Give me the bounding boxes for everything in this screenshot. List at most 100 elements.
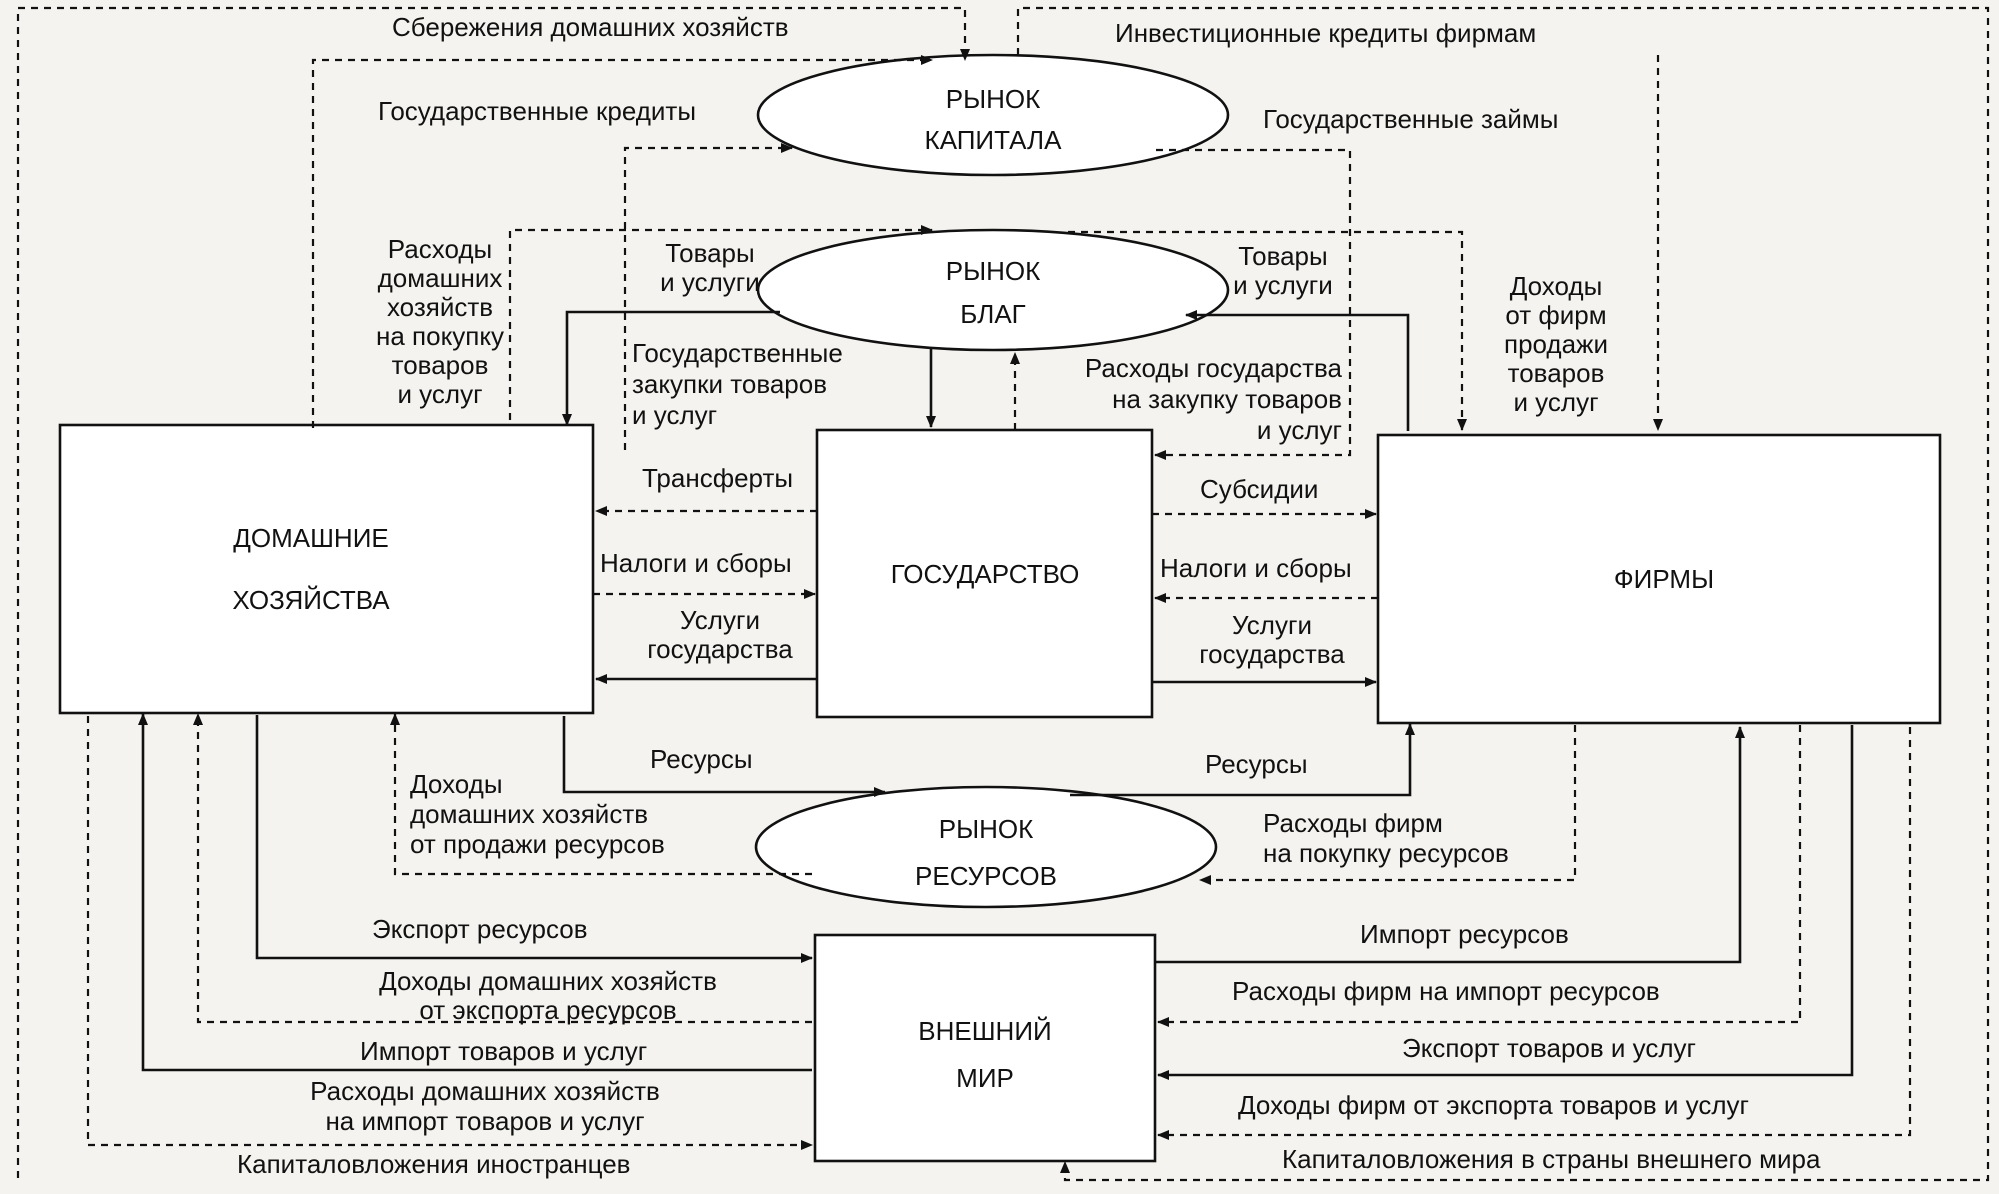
flow-arrow-8 <box>1068 230 1467 431</box>
flow-label-line: на покупку ресурсов <box>1263 838 1509 868</box>
flow-label-line: и услуг <box>1513 387 1598 417</box>
flow-arrow-10 <box>1185 310 1410 431</box>
goods-market-label: РЫНОК БЛАГ <box>946 256 1041 329</box>
resource-market-ellipse <box>754 785 1218 909</box>
flow-label-line: Товары <box>1238 241 1327 271</box>
flow-arrow-24 <box>1155 726 1745 964</box>
flow-label-line: Ресурсы <box>1205 749 1308 779</box>
flow-label-line: Капиталовложения в страны внешнего мира <box>1282 1144 1821 1174</box>
label-resources-firms: Ресурсы <box>1205 749 1308 779</box>
label-export-goods: Экспорт товаров и услуг <box>1402 1033 1696 1063</box>
flow-label-line: и услуг <box>1257 415 1342 445</box>
flow-arrow-21 <box>1199 725 1577 885</box>
label-firm-spending-import: Расходы фирм на импорт ресурсов <box>1232 976 1660 1006</box>
label-investment-abroad: Капиталовложения в страны внешнего мира <box>1282 1144 1821 1174</box>
households-label-line: ДОМАШНИЕ <box>233 523 388 553</box>
flow-label-line: Импорт товаров и услуг <box>360 1036 647 1066</box>
flow-label-line: от продажи ресурсов <box>410 829 665 859</box>
flow-label-line: Инвестиционные кредиты фирмам <box>1115 18 1536 48</box>
flow-label-line: и услуги <box>660 267 760 297</box>
flow-arrow-28 <box>1157 725 1854 1080</box>
label-import-goods: Импорт товаров и услуг <box>360 1036 647 1066</box>
world-box <box>813 933 1157 1163</box>
resource-market-label-line: РЫНОК <box>939 814 1034 844</box>
world-label: ВНЕШНИЙ МИР <box>918 1016 1051 1093</box>
flow-arrow-29 <box>86 716 813 1150</box>
goods-market-label-line: БЛАГ <box>960 299 1026 329</box>
flow-label-line: Капиталовложения иностранцев <box>237 1149 631 1179</box>
flow-arrow-25 <box>193 713 812 1024</box>
flow-arrow-9 <box>562 310 780 426</box>
label-subsidies: Субсидии <box>1200 474 1318 504</box>
label-transfers: Трансферты <box>642 463 793 493</box>
flow-arrow-22 <box>390 713 812 876</box>
flow-arrow-20 <box>1070 723 1415 797</box>
capital-market-ellipse <box>756 53 1230 177</box>
resource-market-label: РЫНОК РЕСУРСОВ <box>915 814 1057 891</box>
world-label-line: ВНЕШНИЙ <box>918 1016 1051 1046</box>
flow-label-line: Услуги <box>680 605 760 635</box>
capital-market-label-line: КАПИТАЛА <box>925 125 1063 155</box>
label-export-resources: Экспорт ресурсов <box>372 914 588 944</box>
flow-arrows <box>16 6 1990 1182</box>
flow-arrow-5 <box>623 143 793 450</box>
flow-label-line: и услуг <box>397 379 482 409</box>
flow-label-line: Экспорт ресурсов <box>372 914 588 944</box>
households-box <box>58 423 595 715</box>
flow-label-line: Государственные <box>632 338 843 368</box>
label-resources-hh: Ресурсы <box>650 744 753 774</box>
flow-label-line: от экспорта ресурсов <box>419 995 676 1025</box>
flow-label-line: закупки товаров <box>632 369 827 399</box>
flow-label-line: Доходы фирм от экспорта товаров и услуг <box>1238 1090 1749 1120</box>
label-gov-loans: Государственные займы <box>1263 104 1558 134</box>
households-label-line: ХОЗЯЙСТВА <box>232 585 390 615</box>
flow-labels: Сбережения домашних хозяйств Инвестиционн… <box>237 12 1821 1179</box>
world-label-line: МИР <box>956 1063 1014 1093</box>
flow-label-line: на импорт товаров и услуг <box>325 1106 644 1136</box>
flow-label-line: и услуг <box>632 400 717 430</box>
flow-label-line: Доходы <box>1510 271 1603 301</box>
flow-label-line: Импорт ресурсов <box>1360 919 1569 949</box>
flow-label-line: государства <box>1199 639 1345 669</box>
resource-market-label-line: РЕСУРСОВ <box>915 861 1057 891</box>
label-import-resources: Импорт ресурсов <box>1360 919 1569 949</box>
flow-label-line: от фирм <box>1505 300 1606 330</box>
flow-label-line: Расходы государства <box>1085 353 1343 383</box>
flow-label-line: Расходы домашних хозяйств <box>310 1076 660 1106</box>
flow-label-line: домашних хозяйств <box>410 799 648 829</box>
state-label: ГОСУДАРСТВО <box>891 559 1080 589</box>
capital-market-label: РЫНОК КАПИТАЛА <box>925 84 1063 155</box>
flow-label-line: на покупку <box>376 321 504 351</box>
label-household-savings: Сбережения домашних хозяйств <box>392 12 789 42</box>
flow-label-line: Услуги <box>1232 610 1312 640</box>
flow-label-line: товаров <box>392 350 489 380</box>
flow-label-line: Расходы фирм на импорт ресурсов <box>1232 976 1660 1006</box>
flow-label-line: и услуги <box>1233 270 1333 300</box>
flow-label-line: Сбережения домашних хозяйств <box>392 12 789 42</box>
flow-label-line: Государственные кредиты <box>378 96 696 126</box>
label-taxes-hh: Налоги и сборы <box>600 548 792 578</box>
label-taxes-firms: Налоги и сборы <box>1160 553 1352 583</box>
flow-label-line: Расходы <box>388 234 492 264</box>
flow-label-line: Доходы домашних хозяйств <box>379 966 717 996</box>
flow-label-line: Трансферты <box>642 463 793 493</box>
flow-arrow-1 <box>16 6 970 1178</box>
flow-arrow-23 <box>255 715 813 963</box>
flow-label-line: Налоги и сборы <box>1160 553 1352 583</box>
capital-market-label-line: РЫНОК <box>946 84 1041 114</box>
households-label: ДОМАШНИЕ ХОЗЯЙСТВА <box>232 523 390 615</box>
flow-label-line: Ресурсы <box>650 744 753 774</box>
label-foreign-investment: Капиталовложения иностранцев <box>237 1149 631 1179</box>
flow-label-line: Субсидии <box>1200 474 1318 504</box>
flow-label-line: товаров <box>1508 358 1605 388</box>
firms-box <box>1376 433 1942 725</box>
